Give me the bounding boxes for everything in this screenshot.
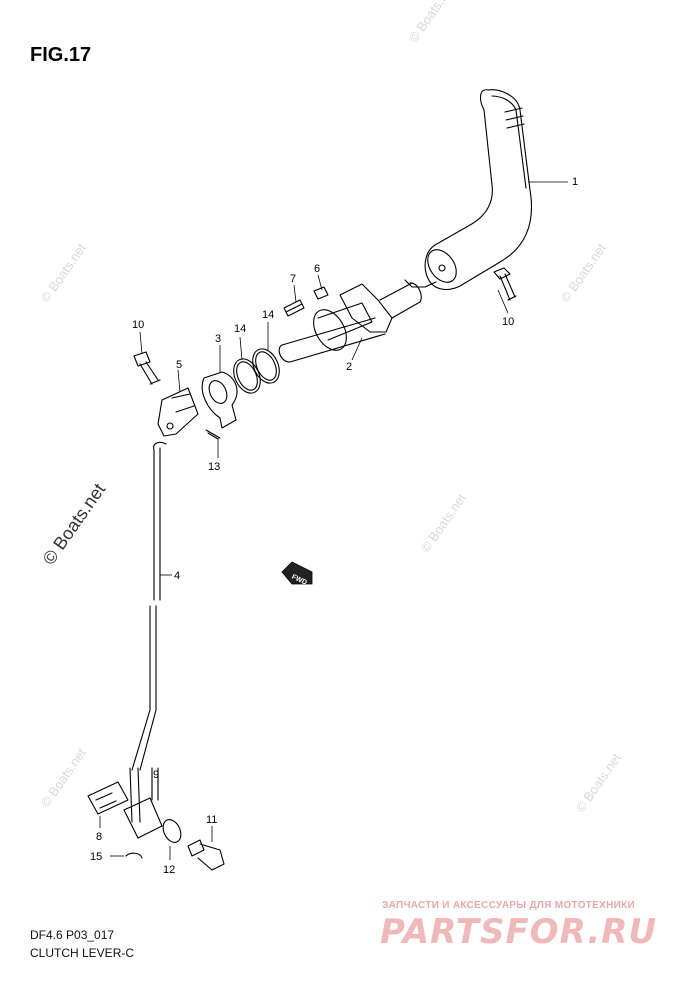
brand-logo: PARTSFOR.RU bbox=[380, 912, 658, 952]
callout-15: 15 bbox=[90, 851, 102, 863]
e-clip bbox=[125, 852, 143, 859]
callout-13: 13 bbox=[208, 461, 220, 473]
callout-10: 10 bbox=[502, 316, 514, 328]
callout-10: 10 bbox=[132, 319, 144, 331]
diagram-caption: CLUTCH LEVER-C bbox=[30, 946, 135, 960]
o-ring bbox=[233, 358, 261, 394]
callout-8: 8 bbox=[96, 831, 102, 843]
callout-7: 7 bbox=[290, 273, 296, 285]
washer bbox=[162, 819, 182, 843]
clutch-rod bbox=[129, 441, 167, 823]
callout-2: 2 bbox=[346, 361, 352, 373]
callout-4: 4 bbox=[174, 570, 180, 582]
callout-1: 1 bbox=[572, 176, 578, 188]
model-code: DF4.6 P03_017 bbox=[30, 928, 115, 942]
clutch-shaft bbox=[278, 317, 386, 363]
pin bbox=[313, 286, 329, 300]
callout-12: 12 bbox=[163, 864, 175, 876]
fwd-arrow-icon: FWD bbox=[281, 561, 313, 587]
brand-tagline: ЗАПЧАСТИ И АКСЕССУАРЫ ДЛЯ МОТОТЕХНИКИ bbox=[382, 900, 635, 911]
callout-14: 14 bbox=[262, 309, 274, 321]
clip bbox=[205, 429, 221, 440]
callout-9: 9 bbox=[153, 769, 159, 781]
lower-bracket bbox=[87, 781, 129, 815]
clutch-lever-handle bbox=[424, 89, 533, 291]
bracket-plate bbox=[201, 371, 238, 429]
callout-14: 14 bbox=[234, 323, 246, 335]
callout-5: 5 bbox=[176, 359, 182, 371]
callout-3: 3 bbox=[215, 333, 221, 345]
o-ring bbox=[252, 348, 280, 384]
bolt-lower bbox=[187, 839, 225, 871]
link-block bbox=[157, 387, 199, 437]
callout-6: 6 bbox=[314, 263, 320, 275]
callout-11: 11 bbox=[206, 814, 217, 826]
spring bbox=[283, 299, 305, 317]
bolt-right bbox=[493, 267, 517, 301]
figure-title: FIG.17 bbox=[30, 44, 92, 66]
bolt-left bbox=[133, 351, 161, 385]
